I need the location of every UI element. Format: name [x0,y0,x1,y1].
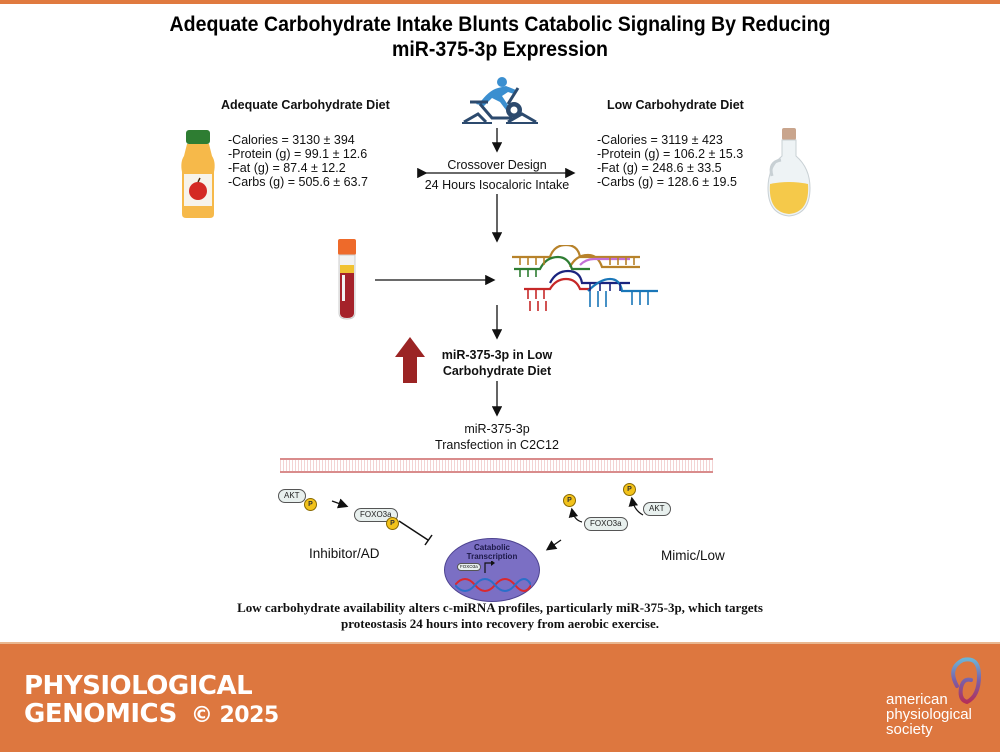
arrow-akt-to-foxo3a [331,498,349,509]
mimic-low-label: Mimic/Low [661,548,725,563]
caption-line-1: Low carbohydrate availability alters c-m… [237,600,763,615]
crossover-design-label: Crossover Design [447,158,547,172]
flow-arrows [331,128,644,551]
stationary-bike-icon [462,77,538,124]
title-line-2: miR-375-3p Expression [391,38,608,61]
low-diet-list: -Calories = 3119 ± 423 -Protein (g) = 10… [597,133,743,189]
oil-bottle-icon [767,128,811,217]
title-line-1: Adequate Carbohydrate Intake Blunts Cata… [169,13,831,36]
low-carbs: -Carbs (g) = 128.6 ± 19.5 [597,175,737,189]
top-accent-bar [0,0,1000,4]
phosphate-free-2: P [623,483,636,496]
result-line-1: miR-375-3p in Low [441,348,553,362]
figure-title: Adequate Carbohydrate Intake Blunts Cata… [35,12,965,62]
transfection-label: miR-375-3p Transfection in C2C12 [412,421,582,453]
inhibition-line [398,520,429,541]
akt-protein-left: AKT [278,489,306,503]
low-diet-heading: Low Carbohydrate Diet [607,98,744,112]
transfection-line-1: miR-375-3p [464,422,530,436]
caption-line-2: proteostasis 24 hours into recovery from… [341,616,659,631]
dna-helix-icon [455,561,531,592]
low-protein: -Protein (g) = 106.2 ± 15.3 [597,147,744,161]
inhibitor-ad-label: Inhibitor/AD [309,546,380,561]
akt-protein-right: AKT [643,502,671,516]
journal-name-line-2: GENOMICS [24,699,177,729]
result-line-2: Carbohydrate Diet [442,364,552,378]
inhibition-bar [424,534,433,546]
adequate-fat: -Fat (g) = 87.4 ± 12.2 [228,161,346,175]
journal-logo: PHYSIOLOGICAL GENOMICS © 2025 [24,672,279,730]
low-fat: -Fat (g) = 248.6 ± 33.5 [597,161,722,175]
transfection-line-2: Transfection in C2C12 [435,438,559,452]
journal-name-line-1: PHYSIOLOGICAL [24,671,253,701]
juice-bottle-icon [181,130,215,218]
phosphate-akt-left: P [304,498,317,511]
summary-caption: Low carbohydrate availability alters c-m… [0,600,1000,632]
isocaloric-intake-label: 24 Hours Isocaloric Intake [424,178,570,192]
adequate-diet-heading: Adequate Carbohydrate Diet [221,98,390,112]
aps-line-2: physiological [886,706,972,723]
arrow-foxo-dephospho [568,507,583,523]
nucleus-line-2: Transcription [466,552,518,561]
adequate-diet-list: -Calories = 3130 ± 394 -Protein (g) = 99… [228,133,368,189]
nucleus-line-1: Catabolic [473,543,510,552]
mirna-cluster-icon [512,245,658,311]
phosphate-free-1: P [563,494,576,507]
arrow-to-nucleus-right [545,539,562,551]
blood-tube-icon [338,239,356,320]
copyright-year: © 2025 [190,703,279,728]
low-calories: -Calories = 3119 ± 423 [597,133,723,147]
cell-membrane [280,458,713,473]
adequate-protein: -Protein (g) = 99.1 ± 12.6 [228,147,368,161]
journal-footer: PHYSIOLOGICAL GENOMICS © 2025 american ph… [0,642,1000,752]
nucleus-label: Catabolic Transcription [445,543,539,561]
aps-wordmark: american physiological society [886,692,972,737]
adequate-calories: -Calories = 3130 ± 394 [228,133,355,147]
phosphate-foxo3a-left: P [386,517,399,530]
foxo3a-protein-right: FOXO3a [584,517,628,531]
increase-arrow-icon [395,337,425,383]
arrow-akt-dephospho [628,496,644,516]
aps-line-1: american [886,691,948,708]
result-label: miR-375-3p in Low Carbohydrate Diet [412,347,582,379]
aps-logo-icon [951,657,982,705]
aps-line-3: society [886,721,933,738]
adequate-carbs: -Carbs (g) = 505.6 ± 63.7 [228,175,368,189]
nucleus-foxo3a: FOXO3a [457,563,481,571]
nucleus: Catabolic Transcription FOXO3a [444,538,540,602]
